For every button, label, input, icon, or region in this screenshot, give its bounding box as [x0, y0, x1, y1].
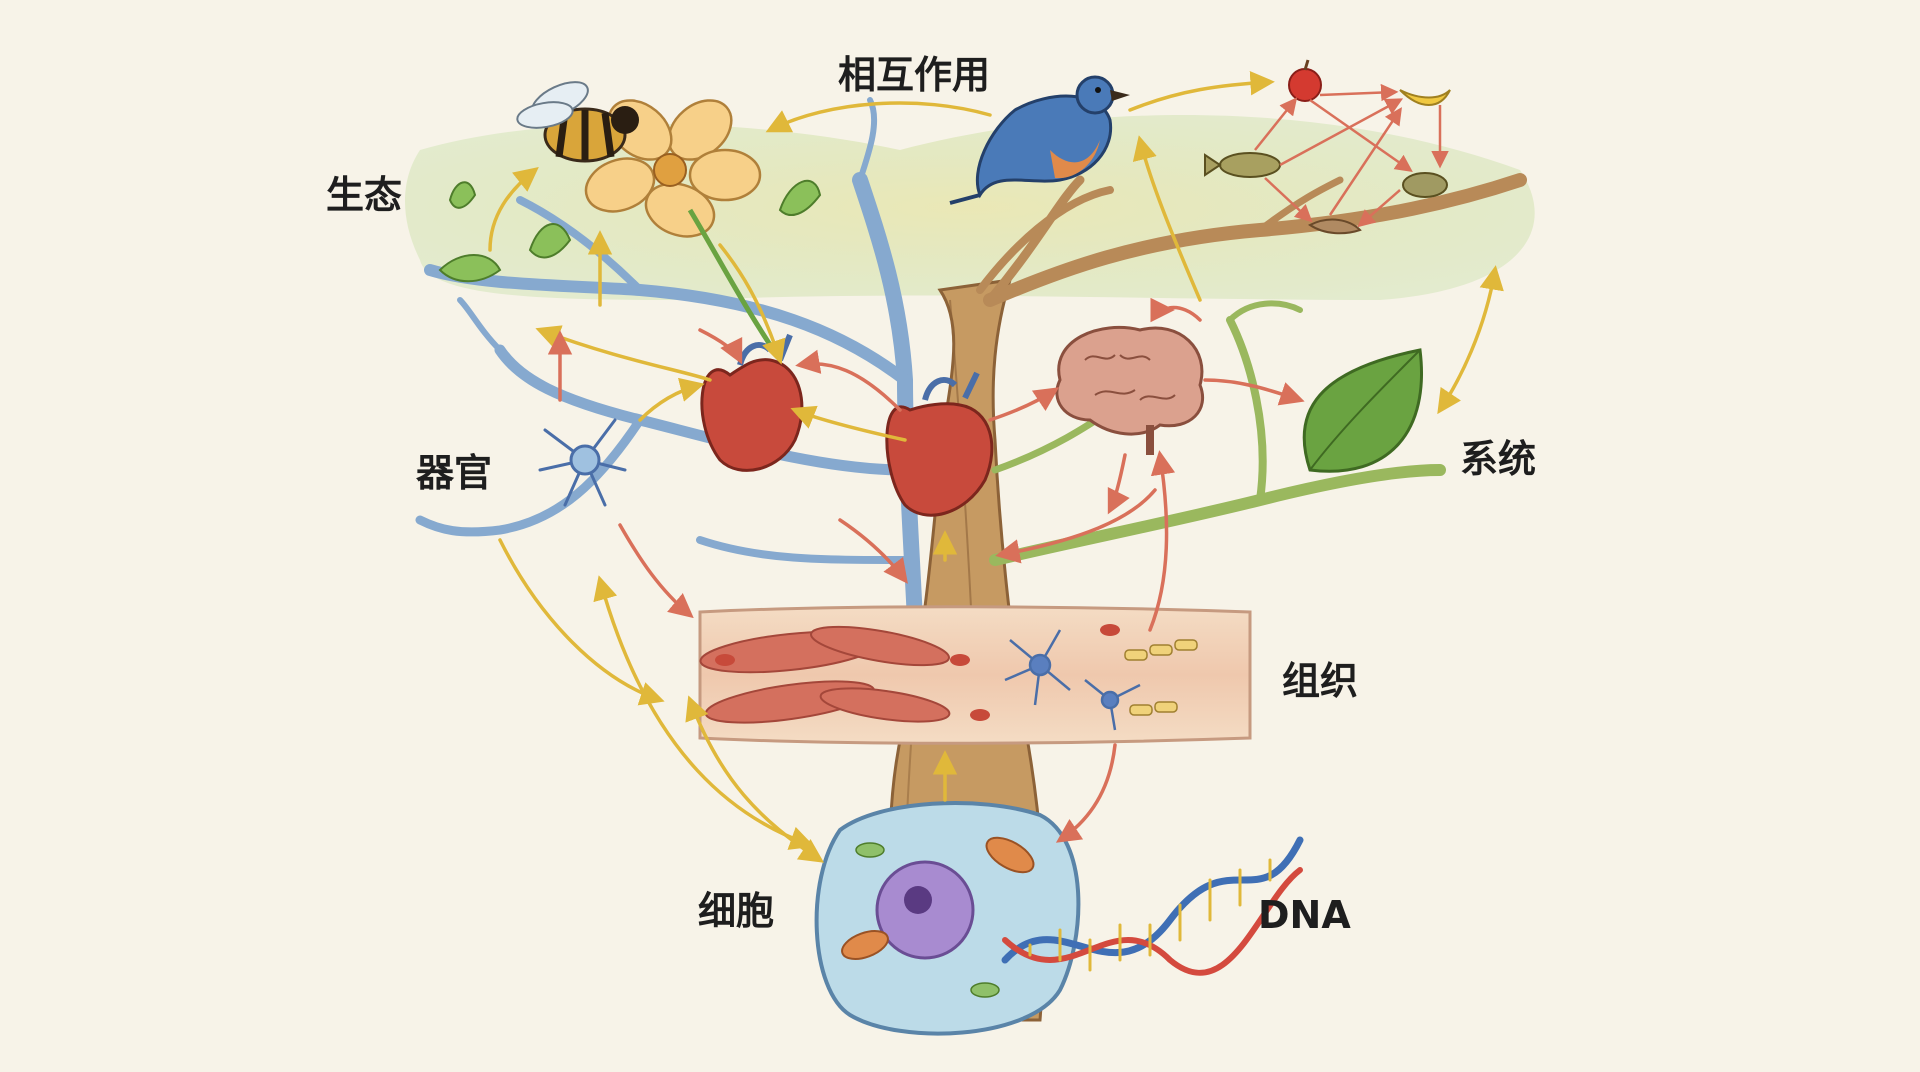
- leaf-icon: [1302, 348, 1423, 473]
- brain-icon: [1055, 325, 1205, 455]
- tissue-band: [698, 605, 1252, 745]
- canopy-leaves: [438, 179, 822, 283]
- label-organ: 器官: [416, 451, 493, 495]
- apple-icon: [1288, 59, 1322, 102]
- label-tissue: 组织: [1282, 659, 1359, 703]
- flower-icon: [584, 99, 783, 362]
- label-system: 系统: [1460, 437, 1537, 481]
- label-dna: DNA: [1258, 893, 1351, 937]
- brown-branches: [976, 173, 1527, 307]
- dna-helix-icon: [1001, 836, 1304, 976]
- cell-icon: [814, 801, 1081, 1036]
- food-web: [1204, 59, 1451, 235]
- neuron-icon: [538, 418, 627, 507]
- fish-icon: [1204, 152, 1281, 178]
- heart-icon-right: [885, 371, 994, 517]
- heart-icon-left: [700, 333, 804, 472]
- tissue-neuron-icon: [1004, 629, 1141, 731]
- lizard-icon: [1308, 218, 1362, 235]
- banana-icon: [1399, 89, 1451, 106]
- label-ecology: 生态: [326, 173, 403, 217]
- blue-vein-branches: [415, 97, 923, 628]
- label-interaction: 相互作用: [838, 53, 991, 97]
- bee-icon: [516, 81, 639, 163]
- label-cell: 细胞: [698, 889, 775, 933]
- myelin-chain: [1124, 639, 1198, 716]
- bird-icon: [949, 75, 1130, 205]
- frog-icon: [1402, 172, 1448, 198]
- mitochondria: [841, 836, 1035, 960]
